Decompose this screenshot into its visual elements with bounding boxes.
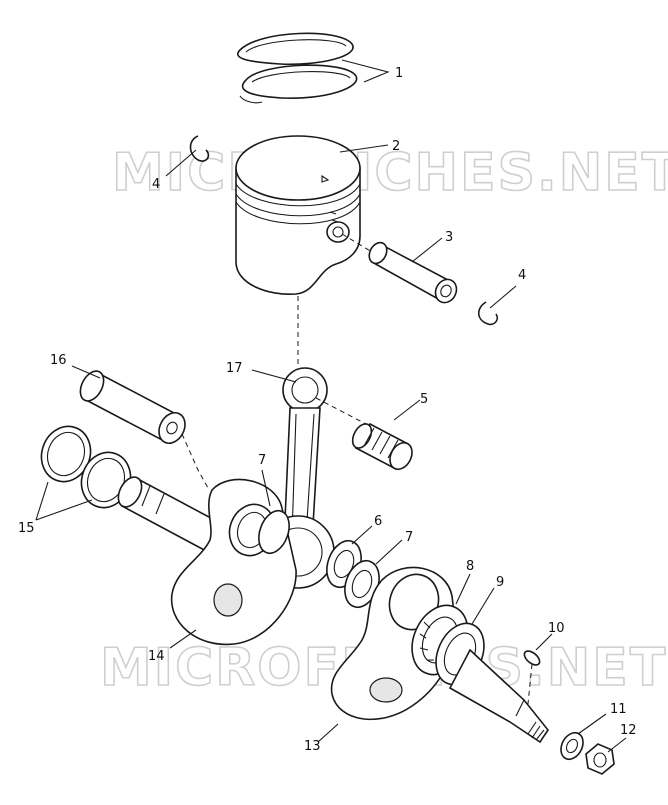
key-axis [527,663,533,705]
leader-7b [375,539,403,565]
callout-14: 14 [148,649,165,664]
callout-11: 11 [610,702,627,717]
leader-15 [35,481,93,521]
crank-pin-axis [181,433,209,489]
crankshaft-taper [448,648,549,744]
circlip-upper [189,135,210,162]
needle-bearing [351,422,413,471]
callout-7b: 7 [405,530,413,545]
callout-16: 16 [50,353,67,368]
callout-1: 1 [395,66,403,81]
callout-9: 9 [496,575,504,590]
leader-16 [71,365,101,379]
piston [235,135,361,295]
callout-4a: 4 [152,177,160,192]
leader-6 [351,525,373,545]
leader-1 [341,59,390,83]
piston-pin [368,241,458,304]
leader-14 [169,629,197,649]
leader-4b [489,285,517,309]
callout-13: 13 [304,739,321,754]
circlip-lower [477,301,499,326]
callout-2: 2 [392,139,400,154]
woodruff-key [523,650,541,666]
leader-10 [535,633,553,651]
leader-4a [165,149,197,177]
leader-11 [577,713,607,735]
leader-3 [411,237,443,263]
leader-5 [393,399,421,421]
callout-17: 17 [226,361,243,376]
washer [560,731,584,761]
callout-10: 10 [548,621,565,636]
crank-washer-right [344,559,380,609]
leader-9 [471,587,495,625]
crank-half-right [330,566,457,721]
callout-8: 8 [466,559,474,574]
pin-axis-line [341,233,373,253]
callout-6: 6 [374,514,382,529]
leader-17 [251,369,297,383]
leader-12 [607,737,627,753]
callout-3: 3 [445,230,453,245]
leader-7a [261,469,271,507]
callout-15: 15 [18,521,35,536]
leader-2 [339,144,389,153]
callout-7a: 7 [258,453,266,468]
leader-13 [317,723,339,743]
callout-5: 5 [420,392,428,407]
leader-8 [455,573,471,605]
small-end-axis [315,397,367,425]
piston-rings [237,32,358,104]
crank-washer-left [258,509,290,555]
callout-12: 12 [620,723,637,738]
crank-pin [79,370,186,445]
callout-4b: 4 [518,268,526,283]
nut [585,743,615,775]
